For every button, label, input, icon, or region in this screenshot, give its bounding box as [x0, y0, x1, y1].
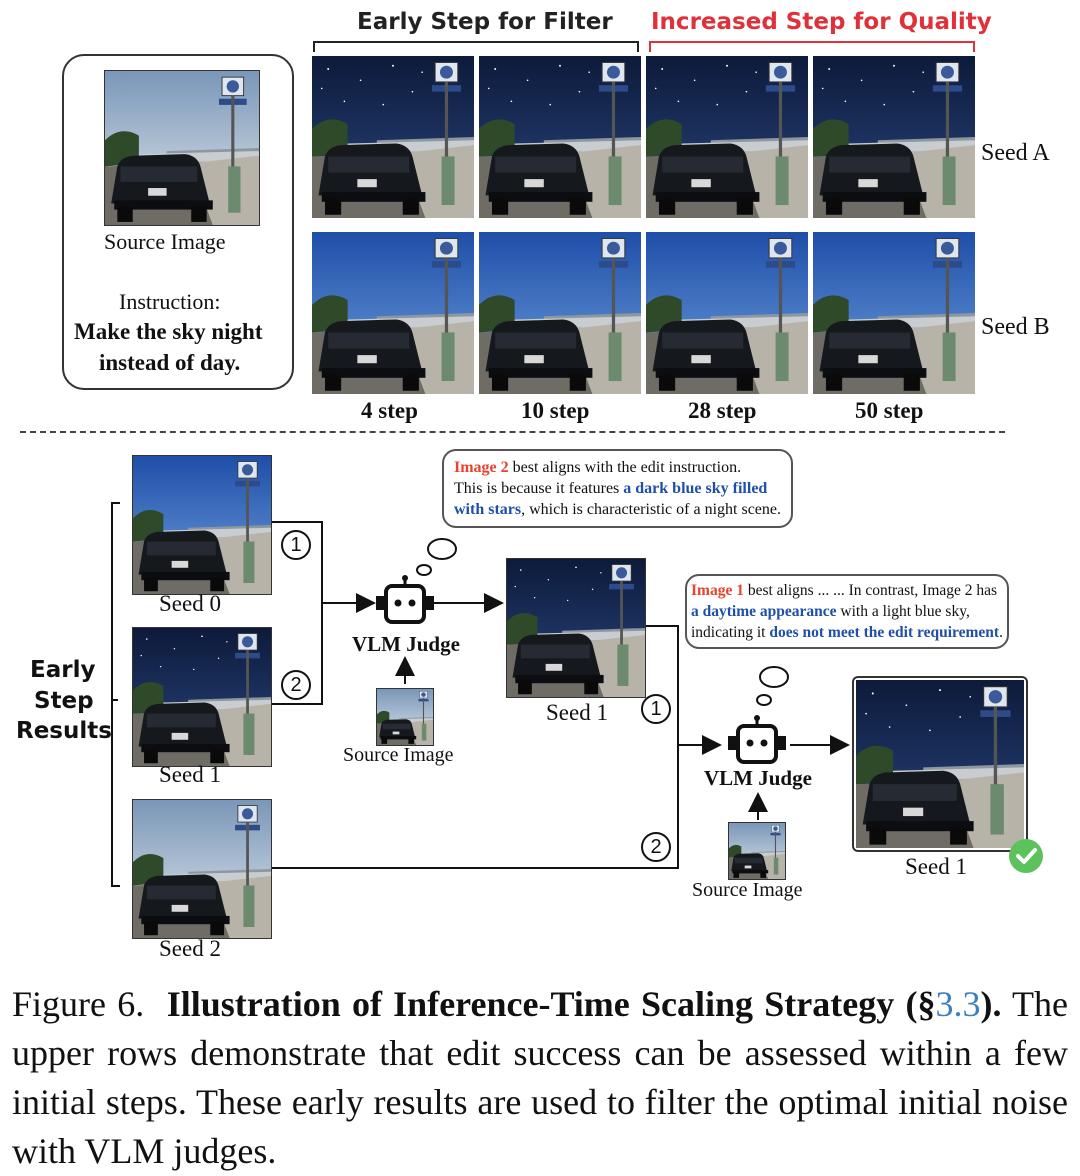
bubble1-text-1: best aligns with the edit instruction.	[508, 459, 742, 476]
judge-source-label-2: Source Image	[692, 879, 803, 901]
step-label-50: 50 step	[855, 398, 924, 423]
seed-b-step-50	[813, 232, 975, 394]
seed-b-step-28	[646, 232, 808, 394]
bubble1-image-ref: Image 2	[454, 459, 509, 476]
judge-source-image-1	[376, 688, 434, 746]
early-step-word-2: Step	[34, 688, 94, 714]
early-seed-1-image	[132, 627, 272, 767]
step-label-4: 4 step	[361, 398, 418, 423]
bubble1-text-3: , which is characteristic of a night sce…	[521, 501, 782, 518]
seed-a-step-4	[312, 56, 474, 218]
caption-ref-link[interactable]: 3.3	[935, 984, 981, 1024]
early-step-word-1: Early	[30, 657, 96, 683]
bubble2-text-4: .	[999, 624, 1003, 641]
source-panel	[62, 54, 294, 390]
bubble2-text-1: best aligns ... ... In contrast, Image 2…	[743, 582, 998, 599]
seed-b-step-10	[479, 232, 641, 394]
circle-number-1: 1	[281, 530, 311, 560]
mid-seed-1-image	[506, 558, 646, 698]
figure-caption: Figure 6. Illustration of Inference-Time…	[12, 980, 1068, 1176]
judge-source-image-2	[728, 822, 786, 880]
check-icon	[1009, 839, 1043, 873]
early-seed-2-image	[132, 799, 272, 939]
early-seed-0-label: Seed 0	[159, 591, 221, 616]
circle-number-1-b: 1	[641, 694, 671, 724]
final-seed-1-image	[856, 680, 1024, 848]
instruction-line-2: instead of day.	[99, 350, 241, 375]
step-label-28: 28 step	[688, 398, 757, 423]
final-seed-1-label: Seed 1	[905, 854, 967, 879]
bubble2-highlight-2: does not meet the edit requirement	[769, 624, 1000, 641]
seed-b-step-4	[312, 232, 474, 394]
early-seed-1-label: Seed 1	[159, 762, 221, 787]
judge-reason-bubble-1: Image 2 best aligns with the edit instru…	[442, 449, 794, 528]
flow-connectors	[111, 502, 850, 887]
seed-a-step-50	[813, 56, 975, 218]
caption-ref-open: (§	[905, 984, 936, 1024]
bubble2-text-2: with a light blue sky,	[836, 603, 970, 620]
instruction-label: Instruction:	[119, 289, 221, 314]
bubble1-highlight-2: with stars	[454, 501, 522, 518]
seed-b-label: Seed B	[981, 314, 1050, 340]
bubble1-highlight-1: a dark blue sky filled	[623, 480, 768, 497]
mid-seed-1-label: Seed 1	[546, 700, 608, 725]
robot-judge-icon-2	[728, 715, 786, 764]
source-image-label: Source Image	[104, 229, 226, 254]
judge-source-label-1: Source Image	[343, 744, 454, 766]
bubble2-image-ref: Image 1	[691, 582, 744, 599]
bubble1-text-2: This is because it features	[454, 480, 624, 497]
source-image	[104, 70, 260, 226]
vlm-judge-label-2: VLM Judge	[704, 766, 812, 790]
early-seed-2-label: Seed 2	[159, 936, 221, 961]
seed-a-label: Seed A	[981, 140, 1050, 166]
vlm-judge-label-1: VLM Judge	[352, 632, 460, 656]
instruction-line-1: Make the sky night	[74, 319, 263, 344]
caption-title: Illustration of Inference-Time Scaling S…	[166, 984, 895, 1024]
caption-figure-number: Figure 6.	[12, 984, 145, 1024]
caption-ref-close: ).	[980, 984, 1002, 1024]
dashed-separator	[20, 431, 1005, 433]
circle-number-2: 2	[281, 670, 311, 700]
header-brackets	[313, 41, 975, 52]
quality-header: Increased Step for Quality	[651, 9, 992, 35]
seed-a-step-28	[646, 56, 808, 218]
caption-body: The upper rows demonstrate that edit suc…	[12, 984, 1069, 1171]
early-step-word-3: Results	[16, 718, 112, 744]
circle-number-2-b: 2	[641, 832, 671, 862]
seed-a-step-10	[479, 56, 641, 218]
bubble2-text-3: indicating it	[691, 624, 770, 641]
judge-reason-bubble-2: Image 1 best aligns ... ... In contrast,…	[685, 574, 1009, 649]
bubble2-highlight-1: a daytime appearance	[691, 603, 837, 620]
step-label-10: 10 step	[521, 398, 590, 423]
robot-judge-icon	[376, 575, 434, 624]
filter-header: Early Step for Filter	[357, 9, 613, 35]
early-seed-0-image	[132, 455, 272, 595]
